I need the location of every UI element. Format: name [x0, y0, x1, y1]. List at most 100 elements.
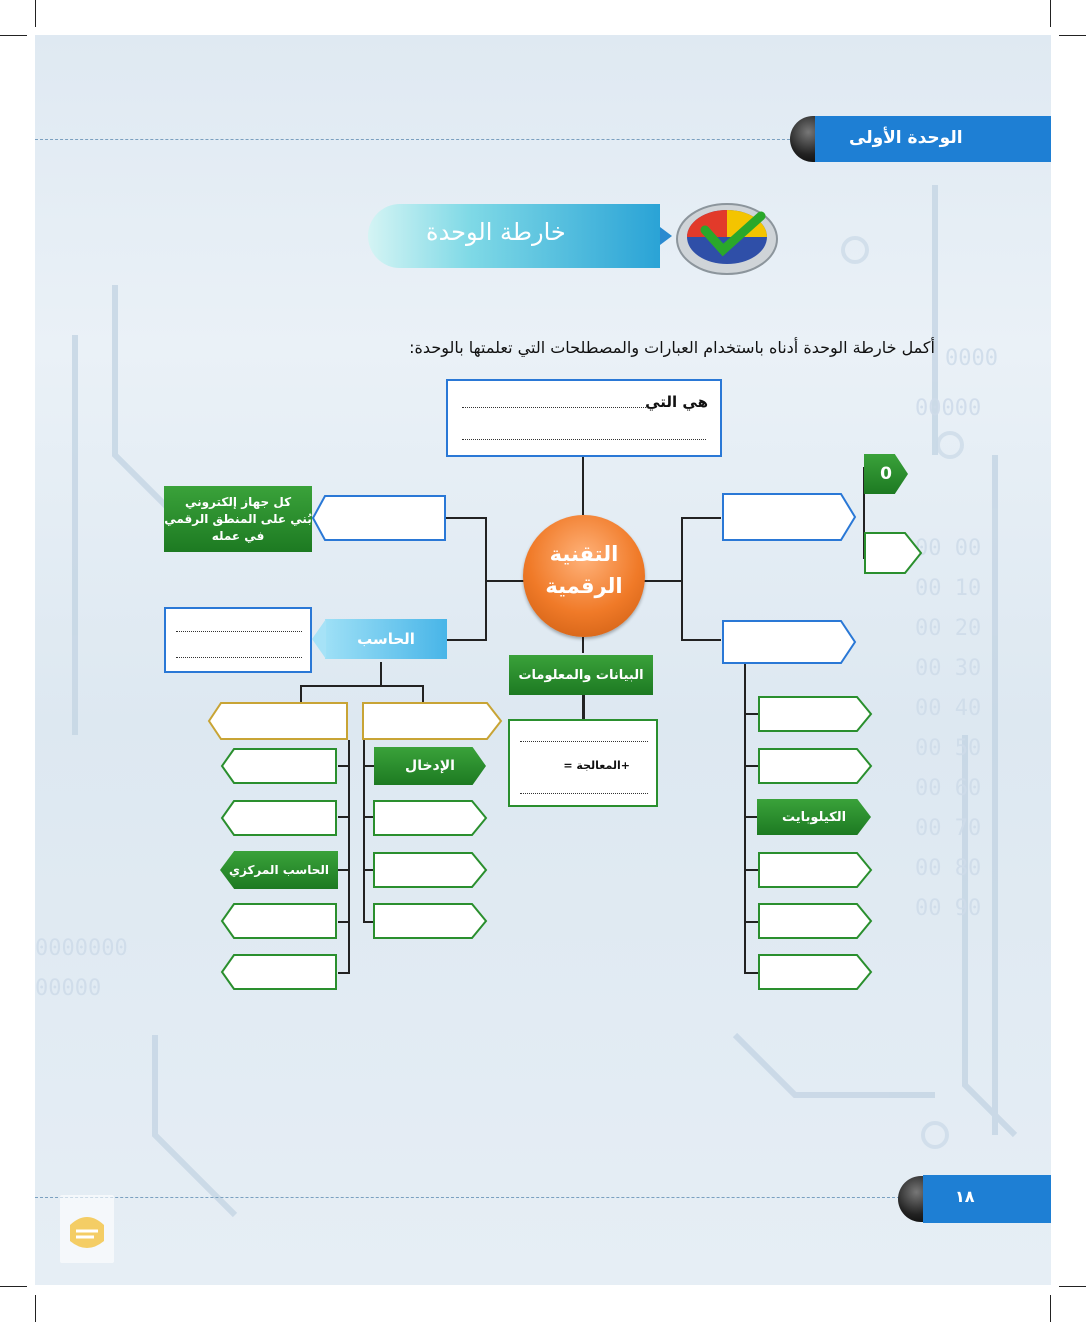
blank-arrow-box[interactable]: [372, 851, 488, 889]
crop-mark: [1050, 0, 1051, 27]
connector: [582, 455, 584, 515]
blank-arrow-box[interactable]: [757, 747, 873, 785]
blank-arrow-box[interactable]: [863, 531, 923, 575]
processing-box[interactable]: +المعالجة =: [508, 719, 658, 807]
connector: [363, 765, 375, 767]
page-number-tab: ١٨: [923, 1175, 1051, 1223]
svg-text:00 10: 00 10: [915, 576, 981, 601]
connector: [744, 765, 758, 767]
crop-mark: [35, 1295, 36, 1322]
connector: [744, 662, 746, 974]
connector: [338, 816, 350, 818]
center-topic-line1: التقنية: [523, 539, 645, 569]
unit-label: الوحدة الأولى: [849, 128, 963, 148]
unit-map-banner: خارطة الوحدة: [368, 204, 660, 268]
blank-arrow-box[interactable]: [757, 695, 873, 733]
checkmark-pie-icon: [675, 202, 779, 276]
connector: [744, 972, 758, 974]
connector: [445, 517, 485, 519]
connector: [363, 740, 365, 922]
footer-rule: [35, 1197, 905, 1198]
connector: [681, 639, 721, 641]
connector: [744, 921, 758, 923]
input-label: الإدخال: [374, 747, 486, 785]
connector: [681, 517, 721, 519]
svg-text:00 50: 00 50: [915, 736, 981, 761]
connector: [338, 972, 350, 974]
connector: [485, 580, 525, 582]
connector: [485, 517, 487, 641]
kilobytes-label: الكيلوبايت: [757, 799, 871, 835]
blank-line[interactable]: [520, 741, 648, 742]
svg-text:00 40: 00 40: [915, 696, 981, 721]
computer-label: الحاسب: [325, 619, 447, 659]
blank-header-box[interactable]: [207, 701, 349, 741]
blank-arrow-box[interactable]: [311, 494, 447, 542]
connector: [582, 637, 584, 653]
blank-line[interactable]: [462, 407, 648, 408]
svg-text:00000: 00000: [35, 976, 101, 1001]
connector: [338, 921, 350, 923]
blank-arrow-box[interactable]: [372, 902, 488, 940]
svg-text:00000: 00000: [915, 396, 981, 421]
crop-mark: [0, 35, 27, 36]
crop-mark: [35, 0, 36, 27]
svg-text:00 80: 00 80: [915, 856, 981, 881]
blank-arrow-box[interactable]: [757, 851, 873, 889]
processing-label: +المعالجة =: [563, 759, 630, 772]
connector: [744, 869, 758, 871]
connector: [445, 639, 485, 641]
blank-line[interactable]: [462, 439, 706, 440]
blank-arrow-box[interactable]: [220, 747, 338, 785]
instruction-text: أكمل خارطة الوحدة أدناه باستخدام العبارا…: [295, 338, 935, 357]
textbook-page: 0000 00000 00 00 00 10 00 20 00 30 00 40…: [35, 35, 1051, 1285]
banner-arrow: [660, 227, 672, 245]
digital-device-definition: كل جهاز إلكتروني بُني على المنطق الرقمي …: [164, 486, 312, 552]
svg-text:0000000: 0000000: [35, 936, 128, 961]
blank-arrow-box[interactable]: [757, 953, 873, 991]
svg-text:0000: 0000: [945, 346, 998, 371]
blank-arrow-box[interactable]: [721, 492, 857, 542]
blank-arrow-box[interactable]: [757, 902, 873, 940]
crop-mark: [1050, 1295, 1051, 1322]
blank-line[interactable]: [176, 631, 302, 632]
connector: [582, 695, 585, 721]
crop-mark: [0, 1286, 27, 1287]
svg-text:00 70: 00 70: [915, 816, 981, 841]
definition-line: بُني على المنطق الرقمي: [164, 511, 312, 528]
definition-line: كل جهاز إلكتروني: [185, 494, 291, 511]
connector: [338, 765, 350, 767]
connector: [744, 816, 758, 818]
svg-text:00 90: 00 90: [915, 896, 981, 921]
definition-line: في عمله: [212, 528, 265, 545]
center-topic: التقنية الرقمية: [523, 515, 645, 637]
definition-box[interactable]: هي التي: [446, 379, 722, 457]
unit-map-title: خارطة الوحدة: [426, 218, 566, 246]
connector: [348, 740, 350, 974]
header-rule: [35, 139, 795, 140]
connector: [338, 869, 350, 871]
crop-mark: [1059, 35, 1086, 36]
data-info-label: البيانات والمعلومات: [509, 655, 653, 695]
blank-line[interactable]: [520, 793, 648, 794]
connector: [300, 685, 424, 687]
svg-text:00 20: 00 20: [915, 616, 981, 641]
svg-text:00 30: 00 30: [915, 656, 981, 681]
svg-text:00 00: 00 00: [915, 536, 981, 561]
svg-text:00 60: 00 60: [915, 776, 981, 801]
blank-arrow-box[interactable]: [220, 902, 338, 940]
computer-answer-box[interactable]: [164, 607, 312, 673]
blank-arrow-box[interactable]: [372, 799, 488, 837]
blank-arrow-box[interactable]: [220, 799, 338, 837]
cpu-label: الحاسب المركزي: [220, 851, 338, 889]
connector: [744, 713, 758, 715]
center-topic-line2: الرقمية: [523, 571, 645, 601]
blank-arrow-box[interactable]: [220, 953, 338, 991]
definition-prefix: هي التي: [645, 393, 708, 411]
crop-mark: [1059, 1286, 1086, 1287]
blank-arrow-box[interactable]: [721, 619, 857, 665]
connector: [643, 580, 683, 582]
unit-tab: الوحدة الأولى: [815, 116, 1051, 162]
blank-line[interactable]: [176, 657, 302, 658]
blank-header-box[interactable]: [361, 701, 503, 741]
